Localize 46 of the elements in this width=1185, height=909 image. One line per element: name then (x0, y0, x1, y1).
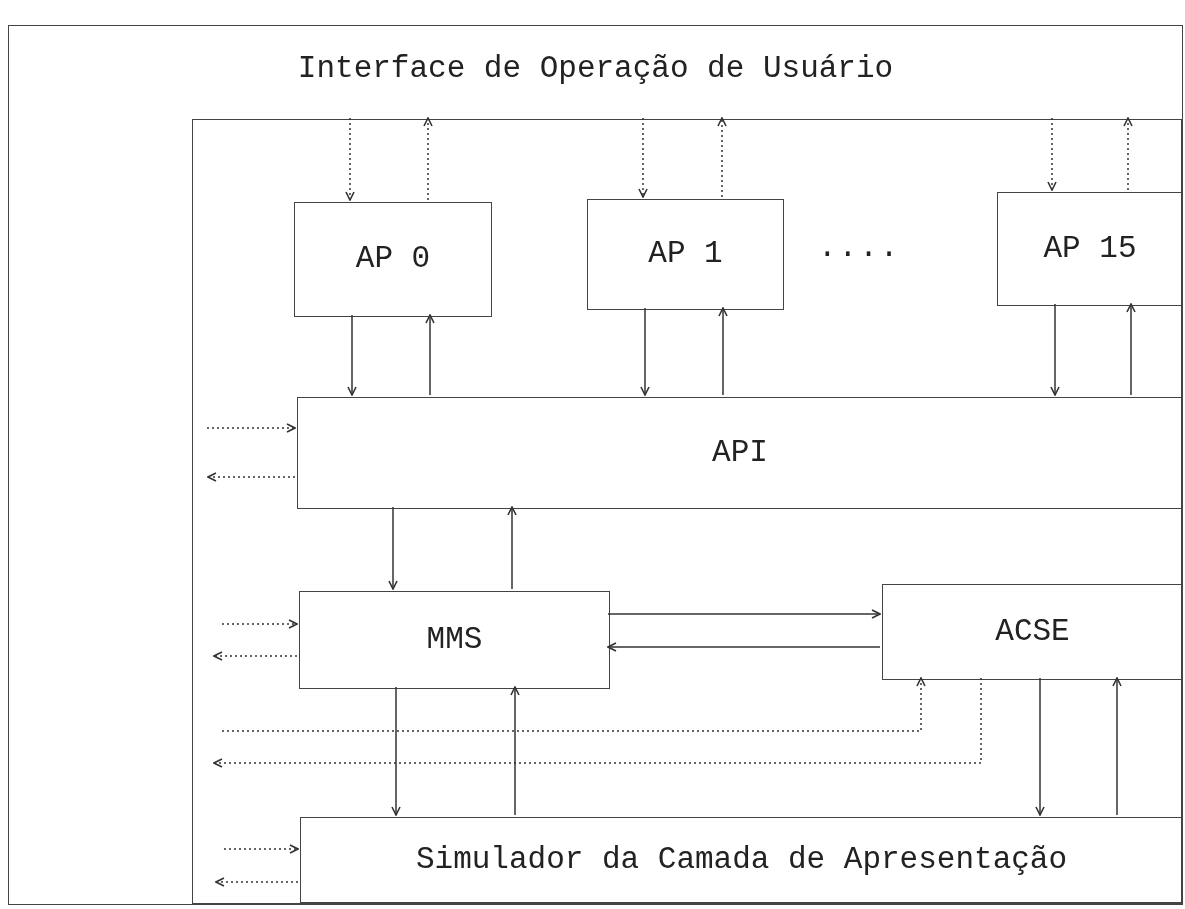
dotted-arrow (1047, 117, 1057, 191)
dotted-arrow (638, 117, 648, 198)
box-label: AP 15 (1043, 231, 1137, 267)
arrow (1050, 303, 1060, 396)
dotted-arrow (423, 117, 433, 201)
box-label: Simulador da Camada de Apresentação (415, 842, 1068, 878)
box-label: API (712, 435, 768, 471)
box-label: AP 1 (648, 237, 723, 272)
arrow (607, 642, 881, 652)
dotted-arrow (221, 677, 926, 732)
process-box (882, 584, 1183, 680)
arrow (607, 609, 881, 619)
dotted-arrow (206, 423, 296, 433)
arrow (425, 314, 435, 396)
dotted-arrow (221, 619, 298, 629)
ellipsis-label: .... (818, 232, 901, 263)
dotted-arrow (213, 651, 298, 661)
arrow (1126, 303, 1136, 396)
dotted-arrow (213, 677, 982, 768)
process-box (297, 397, 1183, 509)
process-box (997, 192, 1183, 306)
dotted-arrow (345, 117, 355, 201)
arrow (640, 307, 650, 396)
process-box (300, 817, 1183, 903)
process-box (299, 591, 610, 689)
container-box (192, 119, 1182, 904)
dotted-arrow (1123, 117, 1133, 191)
box-label: Interface de Operação de Usuário (297, 52, 894, 87)
arrow (1035, 677, 1045, 816)
arrow (1112, 677, 1122, 816)
arrow (510, 686, 520, 816)
arrow (388, 506, 398, 590)
box-label: MMS (426, 622, 483, 658)
process-box (587, 199, 784, 310)
dotted-arrow (207, 472, 296, 482)
arrow (718, 307, 728, 396)
dotted-arrow (717, 117, 727, 198)
arrow (507, 506, 517, 590)
process-box (294, 202, 492, 317)
arrow (347, 314, 357, 396)
frame-box (8, 25, 1183, 905)
box-label: AP 0 (355, 242, 431, 277)
box-label: ACSE (995, 614, 1070, 650)
arrow (391, 686, 401, 816)
dotted-arrow (215, 877, 299, 887)
dotted-arrow (223, 844, 299, 854)
